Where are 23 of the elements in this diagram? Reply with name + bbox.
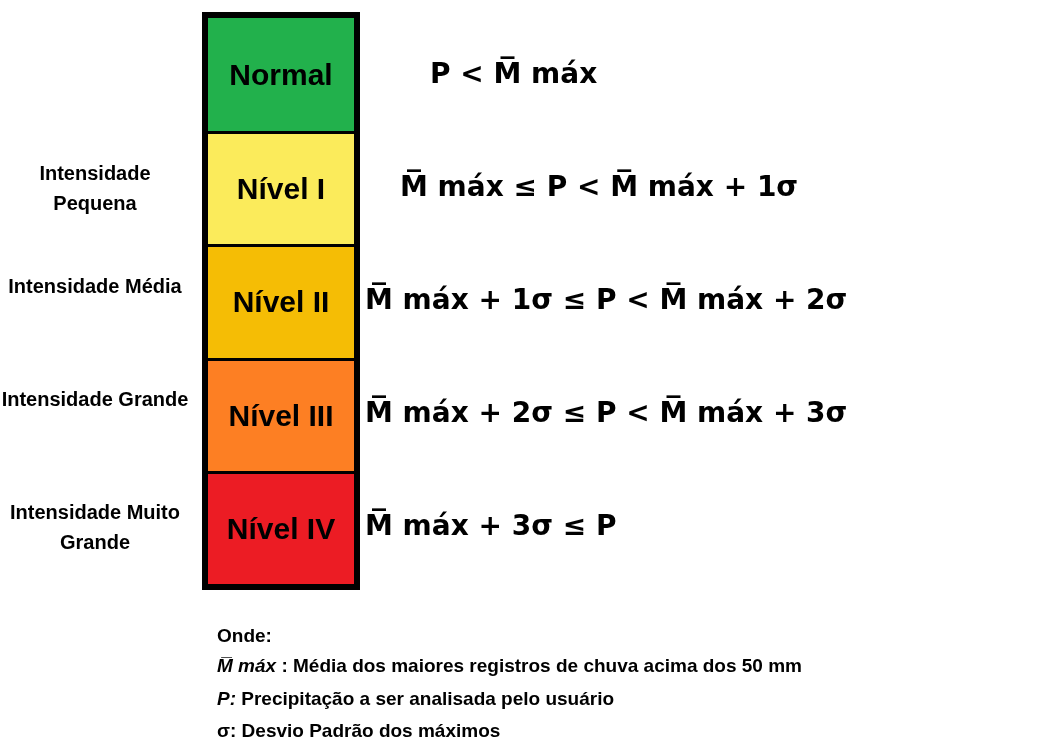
definition-text: P: Precipitação a ser analisada pelo usuário [217, 688, 615, 710]
level-name: Nível III [228, 398, 334, 433]
intensity-label: Intensidade Média [7, 274, 183, 299]
intensity-label: Intensidade Pequena [38, 160, 152, 216]
note-heading: Onde: [217, 625, 272, 647]
level-name: Nível I [236, 172, 326, 207]
level-band [208, 18, 354, 132]
level-name: Nível II [232, 285, 330, 320]
formula: M̅ máx ≤ P < M̅ máx + 1σ [400, 169, 799, 203]
level-band [208, 360, 354, 471]
formula: M̅ máx + 2σ ≤ P < M̅ máx + 3σ [365, 396, 848, 430]
level-name: Nível IV [226, 511, 336, 546]
level-band [208, 247, 354, 358]
intensity-label: Intensidade Grande [0, 387, 190, 413]
formula: P < M̅ máx [430, 56, 598, 90]
formula: M̅ máx + 1σ ≤ P < M̅ máx + 2σ [365, 283, 848, 316]
level-band [208, 473, 354, 584]
level-name: Normal [229, 57, 333, 92]
definition-text: σ: Desvio Padrão dos máximos [217, 720, 501, 742]
level-band [208, 134, 354, 245]
intensity-label: Intensidade Muito Grande [9, 500, 181, 556]
formula: M̅ máx + 3σ ≤ P [365, 509, 617, 543]
definition-text: M̅ máx : Média dos maiores registros de chuva acima dos 50 mm [217, 655, 802, 677]
